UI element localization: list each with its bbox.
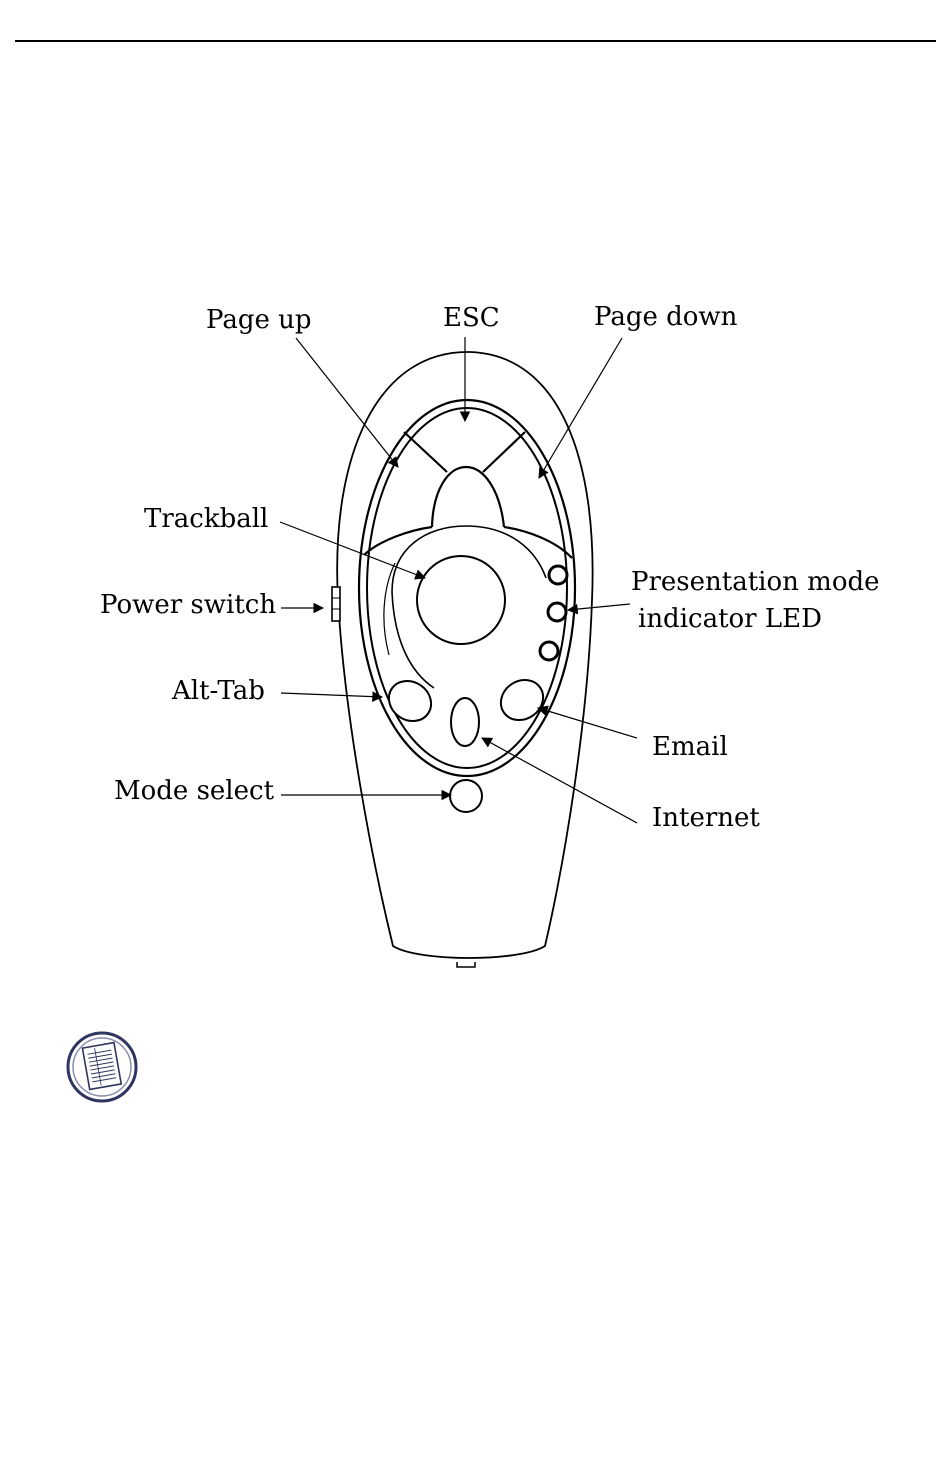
email-button[interactable] bbox=[493, 672, 551, 728]
page-up-wing[interactable] bbox=[364, 527, 432, 555]
remote-bottom-tab bbox=[457, 962, 475, 967]
label-presentation-line2: indicator LED bbox=[638, 604, 822, 634]
label-internet: Internet bbox=[652, 803, 760, 833]
label-email: Email bbox=[652, 732, 728, 762]
presentation-leader bbox=[568, 604, 630, 610]
esc-button-bump[interactable] bbox=[432, 467, 504, 527]
label-page-down: Page down bbox=[594, 302, 738, 332]
email-leader bbox=[538, 708, 637, 738]
label-trackball: Trackball bbox=[144, 504, 268, 534]
mode-select-button[interactable] bbox=[450, 780, 482, 812]
power-switch[interactable] bbox=[332, 587, 340, 621]
internet-button[interactable] bbox=[451, 698, 479, 746]
page-down-leader bbox=[539, 338, 622, 478]
trackball-leader bbox=[280, 522, 425, 578]
label-alt-tab: Alt-Tab bbox=[171, 676, 265, 706]
label-esc: ESC bbox=[443, 303, 500, 333]
label-mode-select: Mode select bbox=[114, 776, 275, 806]
page-up-leader bbox=[296, 338, 398, 467]
alt-tab-leader bbox=[281, 693, 382, 697]
notepad-icon bbox=[68, 1033, 136, 1101]
label-power-switch: Power switch bbox=[100, 590, 276, 620]
led-3 bbox=[540, 642, 558, 660]
led-1 bbox=[549, 566, 567, 584]
led-2 bbox=[548, 603, 566, 621]
internet-leader bbox=[482, 738, 637, 823]
label-page-up: Page up bbox=[206, 305, 312, 335]
label-presentation-line1: Presentation mode bbox=[631, 567, 880, 597]
trackball[interactable] bbox=[417, 556, 505, 644]
